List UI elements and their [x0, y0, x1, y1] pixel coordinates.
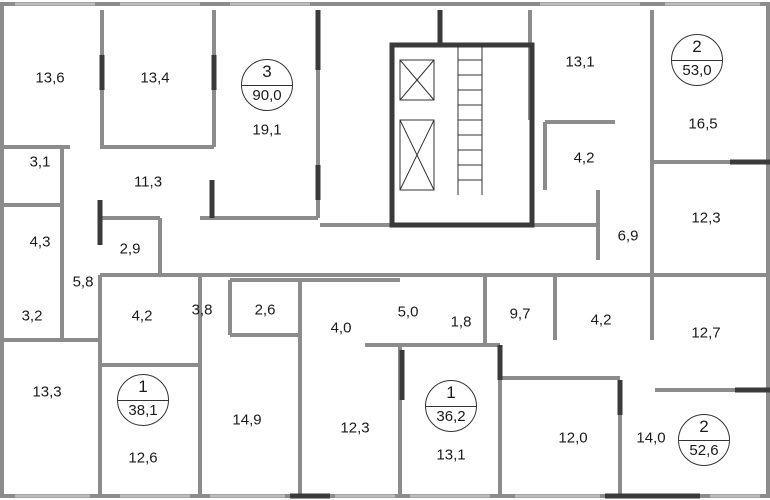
room-area: 3,8 [191, 301, 213, 319]
room-count: 2 [692, 37, 702, 56]
apartment-badge[interactable]: 1 36,2 [425, 380, 477, 432]
room-area: 6,9 [617, 227, 639, 245]
room-count: 3 [262, 62, 272, 81]
room-area: 12,6 [128, 449, 158, 467]
room-area: 1,8 [450, 313, 472, 331]
total-area: 52,6 [689, 442, 719, 459]
room-area: 13,3 [32, 383, 62, 401]
room-area: 3,1 [29, 153, 51, 171]
room-area: 19,1 [252, 121, 282, 139]
room-area: 5,0 [397, 303, 419, 321]
room-area: 4,2 [131, 307, 153, 325]
room-area: 12,7 [691, 324, 721, 342]
room-area: 11,3 [133, 173, 163, 191]
total-area: 53,0 [682, 62, 712, 79]
total-area: 38,1 [128, 402, 158, 419]
room-area: 16,5 [688, 115, 718, 133]
room-area: 4,3 [29, 233, 51, 251]
total-area: 36,2 [436, 408, 466, 425]
room-area: 13,1 [565, 53, 595, 71]
room-area: 9,7 [509, 305, 531, 323]
room-area: 12,0 [558, 429, 588, 447]
room-area: 5,8 [72, 273, 94, 291]
apartment-badge[interactable]: 2 52,6 [678, 414, 730, 466]
room-area: 14,0 [636, 429, 666, 447]
room-area: 12,3 [691, 209, 721, 227]
apartment-badge[interactable]: 1 38,1 [117, 374, 169, 426]
room-area: 14,9 [232, 411, 262, 429]
room-area: 4,0 [330, 319, 352, 337]
apartment-badge[interactable]: 3 90,0 [241, 59, 293, 111]
stairs-icon [457, 45, 483, 195]
room-area: 2,6 [254, 301, 276, 319]
room-area: 13,4 [140, 69, 170, 87]
room-area: 4,2 [573, 149, 595, 167]
apartment-badge[interactable]: 2 53,0 [671, 34, 723, 86]
elevator-stair-core [389, 42, 535, 228]
room-count: 2 [699, 417, 709, 436]
total-area: 90,0 [252, 87, 282, 104]
room-area: 13,6 [35, 69, 65, 87]
room-area: 12,3 [340, 419, 370, 437]
room-count: 1 [138, 377, 148, 396]
room-area: 3,2 [21, 307, 43, 325]
room-area: 4,2 [590, 311, 612, 329]
room-area: 2,9 [119, 240, 141, 258]
room-count: 1 [446, 383, 456, 402]
room-area: 13,1 [436, 446, 466, 464]
